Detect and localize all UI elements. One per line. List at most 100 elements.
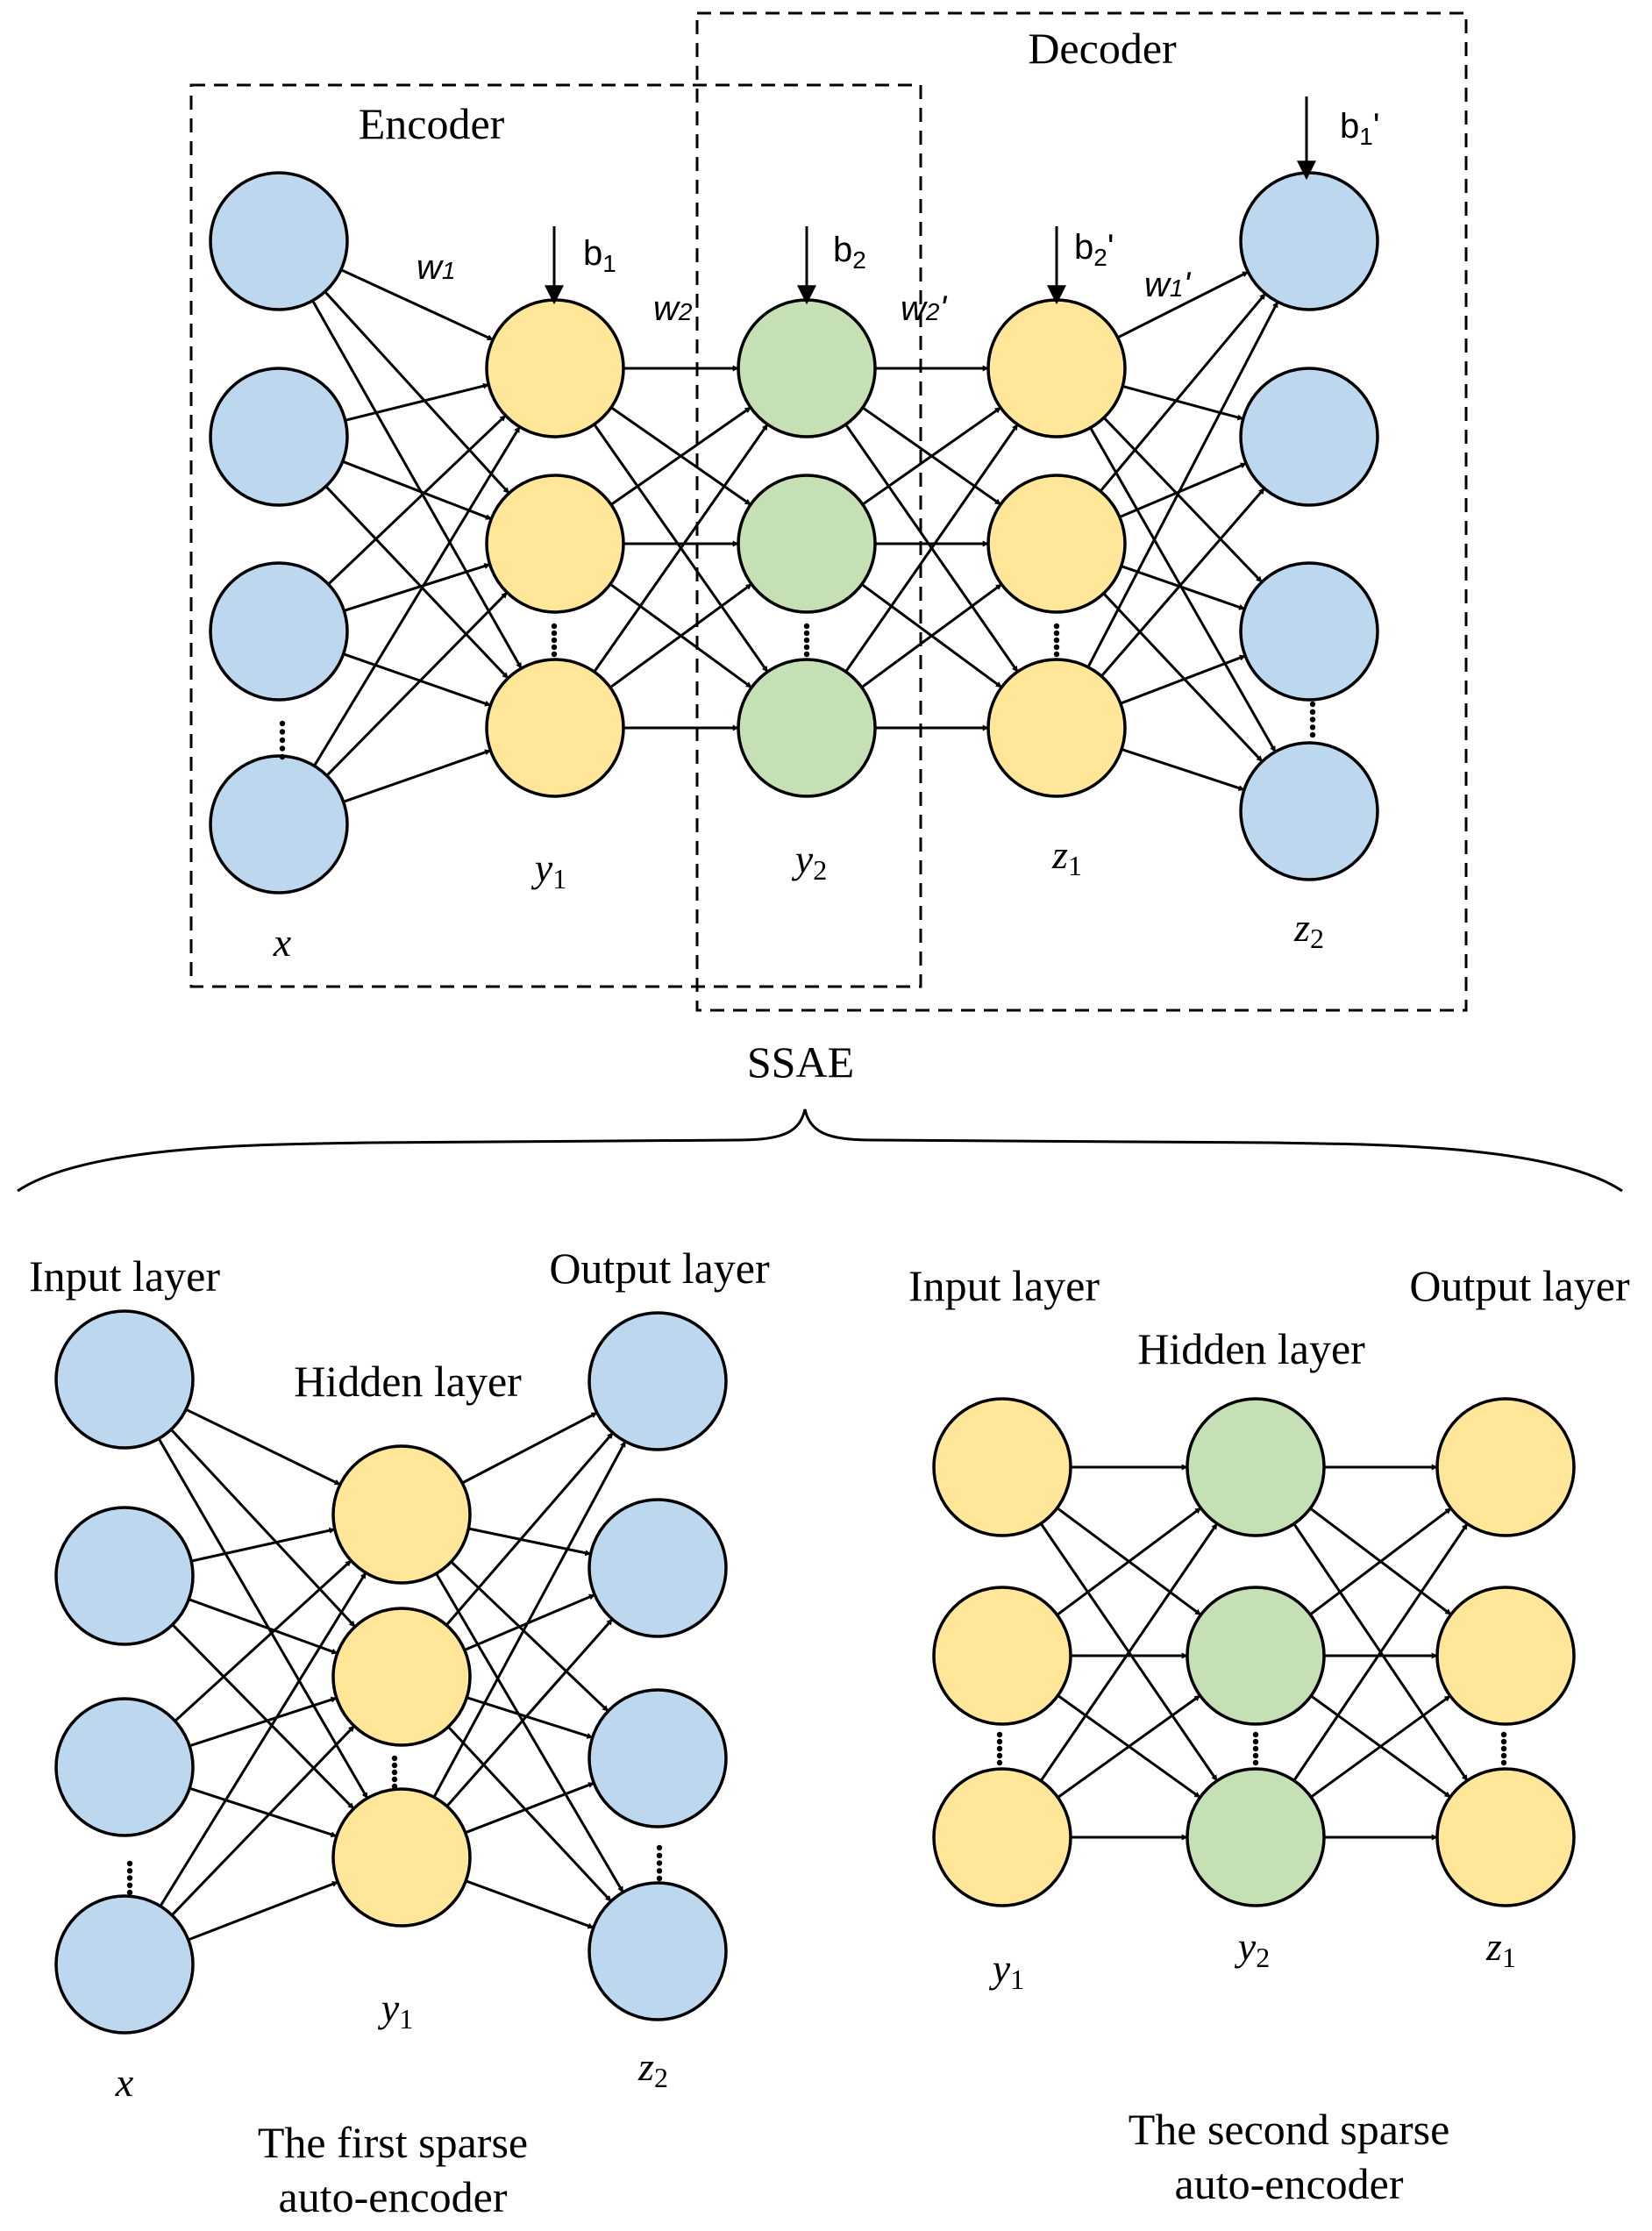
first-ae-x-y1-edge (159, 1572, 367, 1907)
ssae-x-4-node (209, 754, 349, 895)
ssae-x-2-node (209, 367, 349, 507)
ssae-z2-1-node (1239, 171, 1379, 311)
first-ae-y1-z2-edge (450, 1560, 609, 1713)
ssae-z1-3-node (986, 658, 1127, 798)
first-ae-y1-1-node (331, 1444, 472, 1585)
first-ae-y1-dot (391, 1755, 398, 1762)
first-ae-x-y1-edge (189, 1786, 338, 1838)
second-ae-y1-2-node (932, 1586, 1072, 1726)
second-ae-y2-dot (1252, 1738, 1259, 1745)
ssae-z1-z2-edge (1089, 427, 1277, 752)
ssae-z2-dot (1309, 701, 1316, 708)
first-ae-x-y1-edge (170, 1429, 356, 1628)
ssae-y2-dot (803, 651, 810, 658)
second-ae-y2-dot (1252, 1752, 1259, 1759)
first-ae-z2-dot (656, 1868, 663, 1874)
ssae-x-y1-edge (327, 414, 507, 586)
first-ae-x-dot (126, 1875, 133, 1881)
first-ae-z2-2-node (587, 1498, 728, 1638)
first-ae-x-y1-edge (171, 1725, 355, 1916)
ssae-x-y1-edge (342, 460, 492, 521)
ssae-z1-z2-edge (1121, 565, 1245, 610)
second-ae-y1-dot (996, 1752, 1003, 1759)
second-ae-z1-dot (1500, 1731, 1507, 1738)
second-ae-y1-y2-edge (1057, 1694, 1201, 1799)
connection-edges (157, 268, 1469, 1942)
ssae-y2-label: y2 (792, 837, 827, 886)
first-ae-x-4-node (54, 1894, 195, 2035)
ssae-x-y1-edge (325, 591, 509, 777)
second-ae-y2-dot (1252, 1759, 1259, 1766)
ssae-y1-dot (551, 637, 558, 644)
bias-b2-prime-label: b2' (1074, 228, 1114, 271)
ssae-z1-z2-edge (1121, 747, 1245, 792)
weight-w1-label: w1 (417, 248, 455, 287)
second-ae-y2-dot (1252, 1745, 1259, 1752)
ssae-y2-dot (803, 644, 810, 651)
ssae-y1-dot (551, 644, 558, 651)
first-ae-y1-z2-edge (432, 1440, 627, 1799)
first-ae-x-y1-edge (157, 1437, 369, 1800)
first-ae-y1-3-node (331, 1787, 472, 1928)
second-ae-z1-label: z1 (1485, 1924, 1516, 1973)
first-ae-x-y1-edge (174, 1559, 352, 1722)
ssae-z2-dot (1309, 724, 1316, 731)
second-ae-y2-z1-edge (1309, 1507, 1452, 1616)
second-ae-z1-1-node (1435, 1397, 1576, 1537)
first-ae-y1-dot (391, 1762, 398, 1769)
ssae-y2-z1-edge (861, 406, 1002, 506)
second-ae-y2-3-node (1186, 1767, 1326, 1907)
neuron-nodes (54, 171, 1576, 2035)
ssae-y1-dot (551, 623, 558, 630)
bias-b2-label: b2 (833, 231, 866, 274)
ssae-z1-dot (1053, 644, 1060, 651)
ssae-y1-dot (551, 630, 558, 637)
ssae-z1-z2-edge (1119, 462, 1247, 518)
ellipsis-dots (126, 623, 1507, 1896)
ssae-z1-z2-edge (1102, 417, 1264, 583)
ssae-z1-z2-edge (1117, 270, 1249, 339)
ssae-x-dot (279, 720, 286, 727)
ssae-y2-3-node (737, 658, 877, 798)
ssae-x-y1-edge (313, 425, 521, 767)
ssae-z1-z2-edge (1102, 592, 1264, 763)
ssae-y2-z1-edge (860, 583, 1003, 688)
second-ae-caption-line1: The second sparse (1129, 2105, 1450, 2154)
ssae-x-y1-edge (324, 290, 510, 495)
first-ae-y1-z2-edge (465, 1781, 595, 1835)
ssae-x-dot (279, 753, 286, 760)
encoder-label: Encoder (359, 99, 505, 148)
ssae-y2-2-node (737, 474, 877, 614)
ssae-z1-dot (1053, 651, 1060, 658)
decoder-box (695, 11, 1468, 1012)
ssae-x-dot (279, 729, 286, 735)
ssae-x-dot (279, 745, 286, 752)
ssae-x-y1-edge (324, 485, 509, 680)
first-ae-output-label: Output layer (549, 1244, 770, 1293)
first-ae-x-y1-edge (188, 1880, 338, 1942)
ssae-y1-dot (551, 651, 558, 658)
decoder-label: Decoder (1028, 24, 1177, 73)
second-ae-z1-dot (1500, 1738, 1507, 1745)
ssae-x-y1-edge (311, 300, 523, 669)
second-ae-y1-y2-edge (1056, 1507, 1202, 1616)
second-ae-y2-1-node (1186, 1397, 1326, 1537)
ssae-y2-dot (803, 637, 810, 644)
first-ae-z2-dot (656, 1852, 663, 1858)
ssae-y2-dot (803, 623, 810, 630)
ssae-y1-2-node (485, 474, 625, 614)
second-ae-y2-label: y2 (1235, 1924, 1270, 1973)
ssae-z1-z2-edge (1122, 384, 1244, 421)
first-ae-input-label: Input layer (29, 1251, 220, 1301)
second-ae-z1-dot (1500, 1759, 1507, 1766)
ssae-z1-z2-edge (1120, 654, 1246, 705)
second-ae-input-label: Input layer (908, 1261, 1100, 1310)
second-ae-y1-label: y1 (989, 1946, 1024, 1995)
first-ae-z2-3-node (587, 1688, 728, 1828)
second-ae-z1-dot (1500, 1752, 1507, 1759)
first-ae-y1-label: y1 (378, 1985, 413, 2035)
second-ae-y1-dot (996, 1745, 1003, 1752)
ssae-y1-3-node (485, 658, 625, 798)
second-ae-y1-dot (996, 1738, 1003, 1745)
